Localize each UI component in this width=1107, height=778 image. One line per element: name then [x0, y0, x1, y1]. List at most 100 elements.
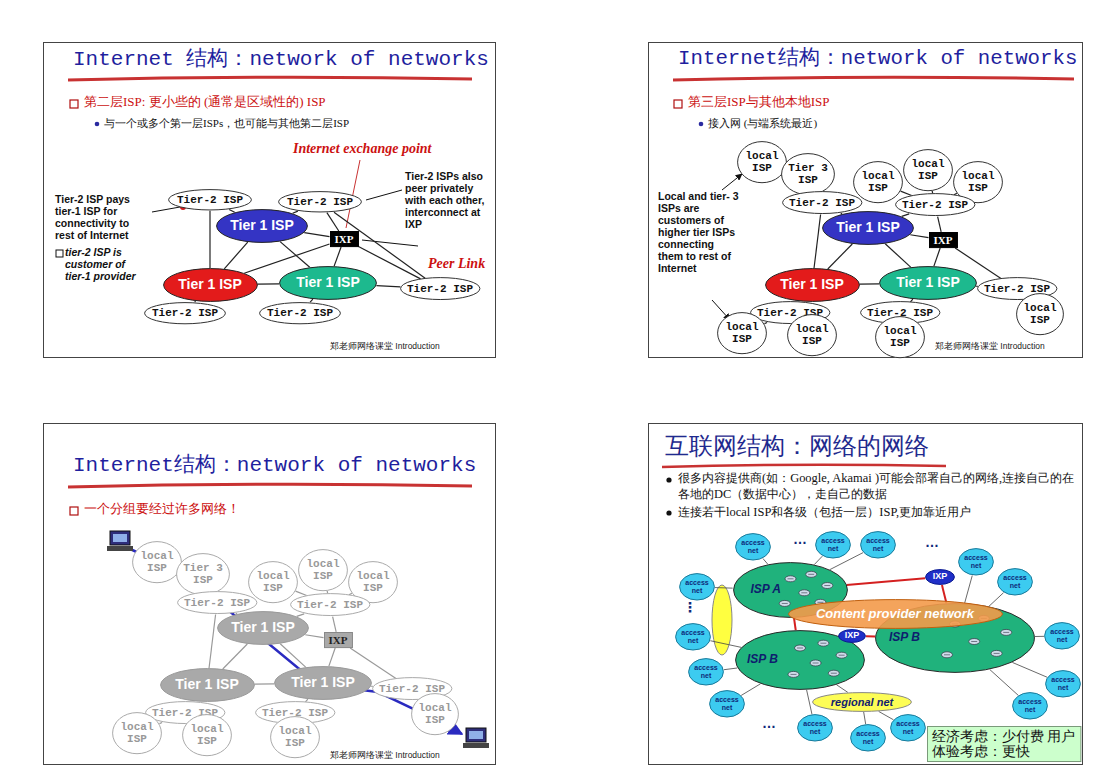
tier1-isp-ellipse: Tier 1 ISP	[765, 268, 860, 302]
bullet-text: 第三层ISP与其他本地ISP	[688, 94, 830, 110]
slide-panel: 互联网结构：网络的网络很多内容提供商(如：Google, Akamai )可能会…	[648, 423, 1083, 765]
link-line	[724, 668, 738, 670]
ellipse-outline	[904, 149, 953, 190]
ellipse-outline	[676, 624, 711, 650]
ellipse-outline	[249, 561, 298, 602]
access-net-cloud: access net	[709, 690, 745, 718]
ellipse-outline	[1045, 623, 1080, 649]
link-line	[305, 699, 307, 702]
ellipse-outline	[823, 212, 914, 245]
link-line	[280, 644, 305, 667]
router-icon	[828, 670, 839, 676]
link-line	[938, 217, 942, 232]
ellipse-outline	[813, 693, 912, 712]
ellipse-outline	[876, 316, 925, 357]
annotation: Peer Link	[428, 256, 485, 272]
box-outline	[927, 727, 1080, 762]
node-label: local ISP	[117, 721, 157, 745]
router-mark	[817, 602, 823, 603]
link-line	[828, 244, 853, 269]
node-label: access net	[894, 720, 923, 735]
link-line	[229, 210, 234, 213]
node-label: Tier 1 ISP	[836, 220, 900, 235]
router-mark	[801, 592, 807, 593]
local-isp-ellipse: local ISP	[182, 714, 232, 756]
link-line	[297, 614, 304, 617]
router-icon	[969, 639, 980, 645]
local-isp-ellipse: local ISP	[411, 693, 459, 735]
link-line	[327, 591, 329, 594]
link-line	[327, 213, 339, 231]
router-mark	[824, 585, 830, 586]
router-mark	[1003, 632, 1009, 633]
link-line	[741, 684, 760, 696]
ellipse-outline	[880, 267, 977, 300]
ellipsis-mark: …	[925, 535, 939, 549]
bullet-square	[70, 507, 78, 515]
ixp-ellipse: IXP	[925, 569, 955, 585]
node-label: access net	[801, 720, 830, 735]
slide-footer: 郑老师网络课堂 Introduction	[330, 750, 440, 760]
ellipse-outline	[217, 210, 308, 243]
link-line	[902, 214, 909, 217]
access-net-cloud: access net	[997, 568, 1033, 596]
bullet-dot	[699, 122, 704, 127]
ellipse-outline	[782, 153, 835, 194]
node-label: access net	[864, 537, 893, 552]
ellipse-outline	[736, 534, 771, 560]
node-label: local ISP	[1021, 302, 1059, 326]
link-line	[859, 283, 879, 285]
computer-icon	[107, 531, 133, 551]
access-net-cloud: access net	[688, 658, 724, 686]
ellipse-outline	[851, 725, 886, 751]
tier2-isp-ellipse: Tier-2 ISP	[895, 193, 976, 216]
node-label: Tier 1 ISP	[896, 275, 960, 290]
leader-arrow	[722, 174, 742, 190]
local-isp-ellipse: local ISP	[853, 161, 903, 203]
link-line	[223, 644, 248, 669]
router-icon	[795, 645, 806, 651]
tier1-isp-ellipse: Tier 1 ISP	[217, 611, 309, 645]
local-isp-ellipse: local ISP	[903, 149, 953, 191]
ellipse-outline	[998, 569, 1033, 595]
link-line	[1035, 636, 1044, 637]
tier2-isp-ellipse: Tier-2 ISP	[278, 191, 362, 213]
node-label: access net	[1001, 574, 1030, 589]
router-mark	[820, 643, 826, 644]
ellipse-outline	[133, 541, 182, 582]
link-line	[159, 723, 162, 724]
link-line	[837, 685, 848, 693]
router-icon	[798, 590, 809, 596]
link-line	[254, 683, 274, 685]
node-label: local ISP	[880, 325, 920, 349]
keyboard	[463, 743, 489, 748]
ellipse-outline	[400, 278, 479, 300]
slide-panel: Internet结构：network of networks一个分组要经过许多网…	[43, 423, 496, 765]
ellipse-outline	[765, 269, 859, 302]
ellipse-outline	[412, 693, 459, 734]
node-label: local ISP	[908, 158, 948, 182]
ellipse-outline	[260, 302, 341, 323]
bullet-text: 很多内容提供商(如：Google, Akamai )可能会部署自己的网络,连接自…	[678, 471, 1078, 502]
node-label: access net	[1049, 676, 1078, 691]
ellipse-outline	[736, 631, 865, 690]
box-outline	[330, 231, 358, 246]
access-net-cloud: access net	[860, 531, 896, 559]
link-line	[1012, 662, 1047, 677]
ellipse-outline	[680, 574, 715, 600]
regional-net: regional net	[812, 692, 912, 712]
ellipse-outline	[718, 312, 767, 353]
screen	[469, 731, 483, 739]
router-icon	[991, 650, 1002, 656]
leader-line	[152, 207, 180, 212]
node-label: Content provider network	[816, 607, 974, 621]
ellipse-outline	[926, 570, 955, 585]
local-isp-ellipse: local ISP	[298, 549, 348, 591]
router-icon	[805, 571, 816, 577]
node-label: local ISP	[858, 170, 898, 194]
link-line	[885, 244, 910, 267]
ixp-box: IXP	[330, 231, 359, 247]
box-outline	[324, 632, 352, 647]
title-underline	[68, 77, 472, 80]
bullet-text: 连接若干local ISP和各级（包括一层）ISP,更加靠近用户	[678, 505, 1078, 521]
